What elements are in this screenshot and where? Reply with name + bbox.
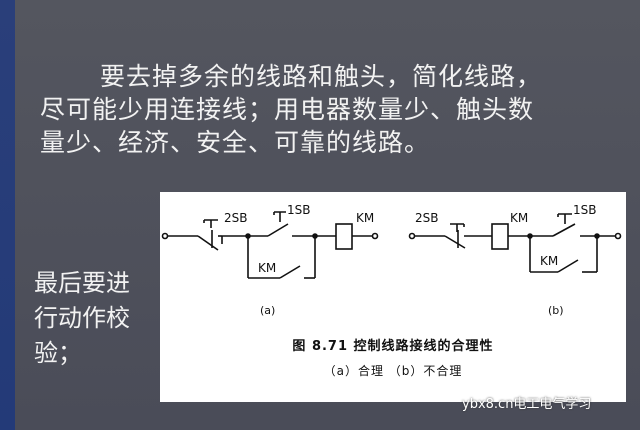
label-b-km-coil: KM bbox=[510, 211, 528, 225]
diagram-b bbox=[408, 213, 622, 273]
label-a-km-contact: KM bbox=[258, 261, 276, 275]
caption-b: (b) bbox=[548, 304, 564, 317]
figure-title: 图 8.71 控制线路接线的合理性 bbox=[292, 339, 494, 354]
caption-a: (a) bbox=[260, 304, 275, 317]
watermark: ybx8.cn电工电气学习 bbox=[462, 397, 592, 412]
circuit-diagrams: 2SB 1SB KM KM (a) 2SB 1SB KM KM (b) bbox=[161, 203, 622, 317]
main-paragraph: 要去掉多余的线路和触头，简化线路， 尽可能少用连接线；用电器数量少、触头数 量少… bbox=[40, 60, 600, 159]
label-a-2sb: 2SB bbox=[224, 211, 247, 225]
label-b-2sb: 2SB bbox=[415, 211, 438, 225]
label-b-km-contact: KM bbox=[540, 254, 558, 268]
side-note-line: 验； bbox=[34, 339, 82, 367]
side-note-line: 行动作校 bbox=[34, 304, 130, 332]
diagram-a bbox=[161, 211, 379, 279]
circuit-figure: 2SB 1SB KM KM (a) 2SB 1SB KM KM (b) 图 8.… bbox=[160, 192, 626, 402]
label-a-km-coil: KM bbox=[356, 211, 374, 225]
paragraph-line: 尽可能少用连接线；用电器数量少、触头数 bbox=[40, 95, 535, 124]
label-b-1sb: 1SB bbox=[573, 203, 596, 217]
label-a-1sb: 1SB bbox=[287, 203, 310, 217]
left-accent-strip bbox=[0, 0, 15, 430]
side-note-line: 最后要进 bbox=[34, 269, 130, 297]
paragraph-line: 要去掉多余的线路和触头，简化线路， bbox=[100, 62, 543, 91]
paragraph-line: 量少、经济、安全、可靠的线路。 bbox=[40, 128, 431, 157]
side-note: 最后要进 行动作校 验； bbox=[34, 266, 154, 371]
figure-subtitle: （a）合理 （b）不合理 bbox=[323, 364, 463, 378]
